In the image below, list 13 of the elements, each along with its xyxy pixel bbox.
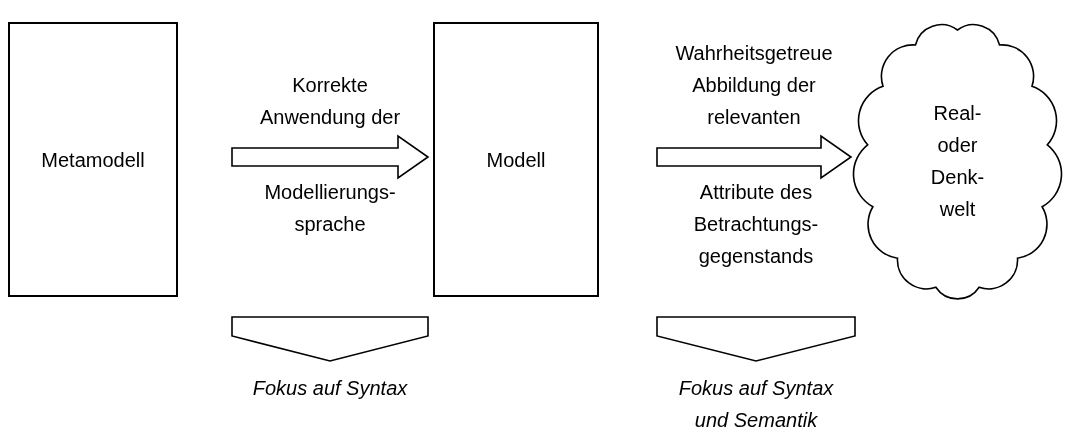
- node-label: Metamodell: [41, 147, 145, 173]
- block-arrow: [656, 134, 853, 180]
- edge-label: Wahrheitsgetreue Abbildung der relevanten: [674, 41, 834, 130]
- note-text: Fokus auf Syntax: [252, 376, 408, 401]
- process-box: [433, 22, 599, 297]
- edge-label: Korrekte Anwendung der: [258, 73, 402, 130]
- process-box: [8, 22, 178, 297]
- node-label: Real- oder Denk- welt: [929, 100, 986, 222]
- note-text: Fokus auf Syntax und Semantik: [677, 376, 835, 433]
- arrow-caption: Modellierungs- sprache: [263, 180, 397, 237]
- arrow-caption: Attribute des Betrachtungs- gegenstands: [692, 180, 820, 269]
- node-label: Modell: [486, 147, 546, 173]
- block-arrow: [231, 134, 430, 180]
